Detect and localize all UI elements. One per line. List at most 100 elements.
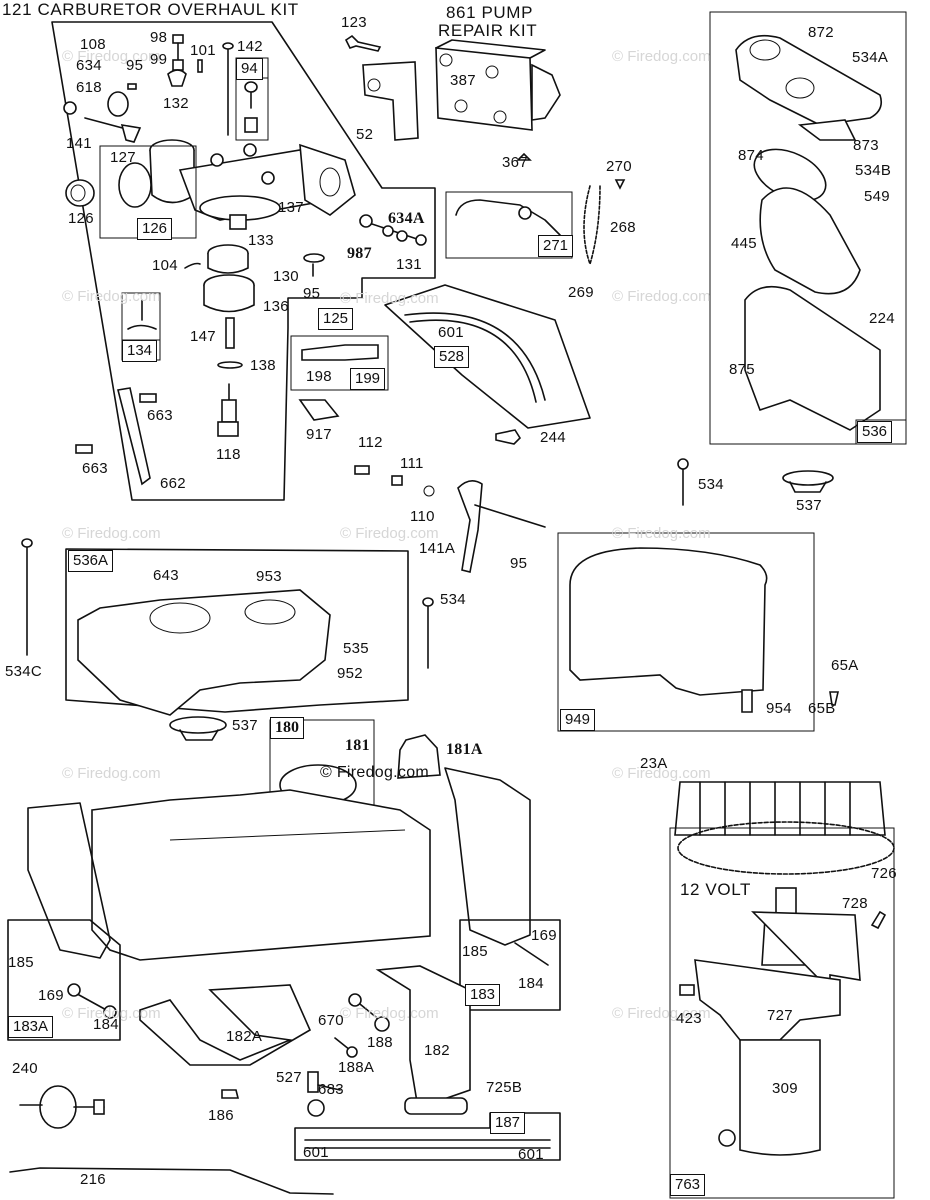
- callout-269[interactable]: 269: [568, 284, 594, 301]
- kit-box-180[interactable]: 180: [270, 717, 304, 739]
- callout-65a[interactable]: 65A: [831, 657, 859, 674]
- kit-box-763[interactable]: 763: [670, 1174, 706, 1196]
- kit-box-528[interactable]: 528: [434, 346, 470, 368]
- callout-112[interactable]: 112: [358, 434, 383, 451]
- callout-726[interactable]: 726: [871, 865, 897, 882]
- callout-188a[interactable]: 188A: [338, 1059, 375, 1076]
- callout-185[interactable]: 185: [8, 954, 34, 971]
- callout-727[interactable]: 727: [767, 1007, 793, 1024]
- kit-box-271[interactable]: 271: [538, 235, 574, 257]
- callout-309[interactable]: 309: [772, 1080, 798, 1097]
- callout-917[interactable]: 917: [306, 426, 332, 443]
- callout-185[interactable]: 185: [462, 943, 488, 960]
- callout-534[interactable]: 534: [698, 476, 724, 493]
- callout-534b[interactable]: 534B: [855, 162, 892, 179]
- callout-118[interactable]: 118: [216, 446, 241, 463]
- callout-683[interactable]: 683: [318, 1081, 344, 1098]
- kit-box-134[interactable]: 134: [122, 340, 158, 362]
- callout-142[interactable]: 142: [237, 38, 263, 55]
- callout-182a[interactable]: 182A: [226, 1028, 263, 1045]
- callout-188[interactable]: 188: [367, 1034, 393, 1051]
- callout-240[interactable]: 240: [12, 1060, 38, 1077]
- callout-875[interactable]: 875: [729, 361, 755, 378]
- callout-537[interactable]: 537: [796, 497, 822, 514]
- kit-box-536a[interactable]: 536A: [68, 550, 114, 572]
- callout-728[interactable]: 728: [842, 895, 868, 912]
- callout-104[interactable]: 104: [152, 257, 178, 274]
- callout-268[interactable]: 268: [610, 219, 636, 236]
- kit-box-199[interactable]: 199: [350, 368, 386, 390]
- callout-98[interactable]: 98: [150, 29, 168, 46]
- callout-244[interactable]: 244: [540, 429, 566, 446]
- callout-954[interactable]: 954: [766, 700, 792, 717]
- callout-65b[interactable]: 65B: [808, 700, 836, 717]
- callout-111[interactable]: 111: [400, 455, 424, 472]
- callout-634a[interactable]: 634A: [388, 210, 425, 227]
- callout-127[interactable]: 127: [110, 149, 136, 166]
- callout-387[interactable]: 387: [450, 72, 476, 89]
- callout-618[interactable]: 618: [76, 79, 102, 96]
- callout-137[interactable]: 137: [278, 199, 304, 216]
- callout-534a[interactable]: 534A: [852, 49, 889, 66]
- kit-box-187[interactable]: 187: [490, 1112, 526, 1134]
- callout-537[interactable]: 537: [232, 717, 258, 734]
- callout-126[interactable]: 126: [68, 210, 94, 227]
- callout-527[interactable]: 527: [276, 1069, 302, 1086]
- callout-130[interactable]: 130: [273, 268, 299, 285]
- callout-95[interactable]: 95: [126, 57, 144, 74]
- callout-445[interactable]: 445: [731, 235, 757, 252]
- callout-367[interactable]: 367: [502, 154, 528, 171]
- callout-952[interactable]: 952: [337, 665, 363, 682]
- callout-169[interactable]: 169: [38, 987, 64, 1004]
- callout-872[interactable]: 872: [808, 24, 834, 41]
- callout-549[interactable]: 549: [864, 188, 890, 205]
- callout-662[interactable]: 662: [160, 475, 186, 492]
- callout-643[interactable]: 643: [153, 567, 179, 584]
- kit-box-949[interactable]: 949: [560, 709, 596, 731]
- callout-184[interactable]: 184: [518, 975, 544, 992]
- callout-181[interactable]: 181: [345, 737, 370, 754]
- callout-535[interactable]: 535: [343, 640, 369, 657]
- callout-108[interactable]: 108: [80, 36, 106, 53]
- callout-184[interactable]: 184: [93, 1016, 119, 1033]
- callout-95[interactable]: 95: [510, 555, 528, 572]
- kit-box-183a[interactable]: 183A: [8, 1016, 54, 1038]
- callout-186[interactable]: 186: [208, 1107, 234, 1124]
- callout-987[interactable]: 987: [347, 245, 372, 262]
- callout-725b[interactable]: 725B: [486, 1079, 523, 1096]
- callout-423[interactable]: 423: [676, 1010, 702, 1027]
- callout-110[interactable]: 110: [410, 508, 435, 525]
- callout-132[interactable]: 132: [163, 95, 189, 112]
- callout-198[interactable]: 198: [306, 368, 332, 385]
- callout-601[interactable]: 601: [303, 1144, 329, 1161]
- callout-95[interactable]: 95: [303, 285, 321, 302]
- callout-224[interactable]: 224: [869, 310, 895, 327]
- callout-182[interactable]: 182: [424, 1042, 450, 1059]
- callout-101[interactable]: 101: [190, 42, 216, 59]
- callout-670[interactable]: 670: [318, 1012, 344, 1029]
- callout-534[interactable]: 534: [440, 591, 466, 608]
- callout-181a[interactable]: 181A: [446, 741, 483, 758]
- kit-box-183[interactable]: 183: [465, 984, 501, 1006]
- callout-136[interactable]: 136: [263, 298, 289, 315]
- callout-23a[interactable]: 23A: [640, 755, 668, 772]
- kit-box-94[interactable]: 94: [236, 58, 263, 80]
- callout-216[interactable]: 216: [80, 1171, 106, 1188]
- callout-534c[interactable]: 534C: [5, 663, 43, 680]
- callout-601[interactable]: 601: [438, 324, 464, 341]
- callout-141[interactable]: 141: [66, 135, 92, 152]
- callout-133[interactable]: 133: [248, 232, 274, 249]
- kit-box-536[interactable]: 536: [857, 421, 893, 443]
- callout-873[interactable]: 873: [853, 137, 879, 154]
- callout-953[interactable]: 953: [256, 568, 282, 585]
- callout-123[interactable]: 123: [341, 14, 367, 31]
- callout-147[interactable]: 147: [190, 328, 216, 345]
- callout-138[interactable]: 138: [250, 357, 276, 374]
- callout-663[interactable]: 663: [147, 407, 173, 424]
- callout-270[interactable]: 270: [606, 158, 632, 175]
- callout-131[interactable]: 131: [396, 256, 422, 273]
- callout-141a[interactable]: 141A: [419, 540, 456, 557]
- kit-box-126[interactable]: 126: [137, 218, 173, 240]
- callout-874[interactable]: 874: [738, 147, 764, 164]
- kit-box-125[interactable]: 125: [318, 308, 354, 330]
